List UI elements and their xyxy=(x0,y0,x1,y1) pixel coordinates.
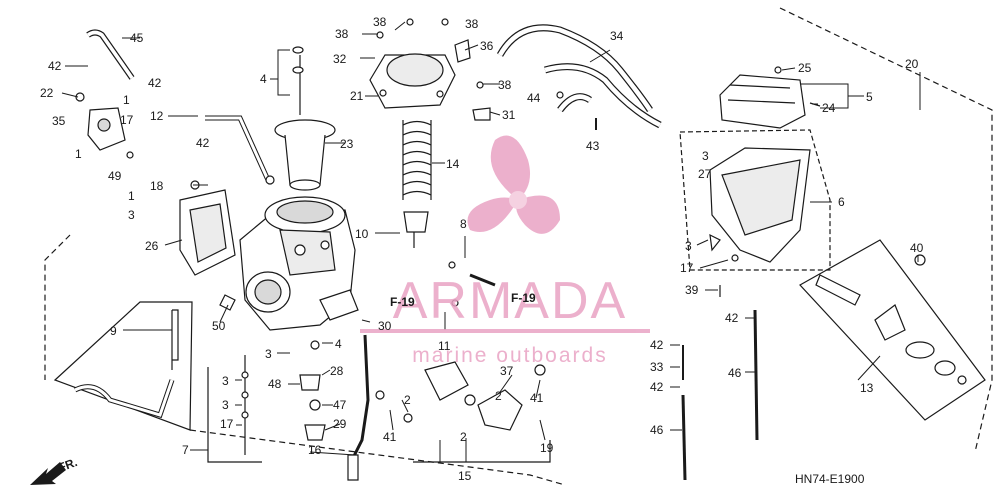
callout-45: 45 xyxy=(130,31,144,45)
callout-22: 22 xyxy=(40,86,54,100)
callout-46: 46 xyxy=(650,423,664,437)
callout-9: 9 xyxy=(110,324,117,338)
callout-2: 2 xyxy=(460,430,467,444)
callout-23: 23 xyxy=(340,137,354,151)
leader-lines xyxy=(61,21,921,462)
callout-2: 2 xyxy=(404,393,411,407)
callout-3: 3 xyxy=(222,398,229,412)
callout-42: 42 xyxy=(196,136,210,150)
float-chamber xyxy=(709,147,811,263)
diaphragm-holder xyxy=(274,119,336,191)
fig-ref-f19: F-19 xyxy=(390,295,415,309)
callout-17: 17 xyxy=(680,261,694,275)
callout-20: 20 xyxy=(905,57,919,71)
callout-14: 14 xyxy=(446,157,460,171)
callout-3: 3 xyxy=(685,239,692,253)
callout-42: 42 xyxy=(48,59,62,73)
front-marker: FR. xyxy=(56,455,79,475)
callout-48: 48 xyxy=(268,377,282,391)
callout-8: 8 xyxy=(460,217,467,231)
callout-11: 11 xyxy=(438,339,451,353)
callout-4: 4 xyxy=(260,72,267,86)
callout-46: 46 xyxy=(728,366,742,380)
watermark: ARMADA marine outboards xyxy=(360,135,650,367)
callout-3: 3 xyxy=(128,208,135,222)
callout-33: 33 xyxy=(650,360,664,374)
callout-29: 29 xyxy=(333,417,347,431)
callout-28: 28 xyxy=(330,364,344,378)
callout-3: 3 xyxy=(702,149,709,163)
callout-15: 15 xyxy=(458,469,472,483)
callout-21: 21 xyxy=(350,89,364,103)
diagram-frame xyxy=(44,7,993,486)
callout-5: 5 xyxy=(866,90,873,104)
callout-3: 3 xyxy=(265,347,272,361)
callout-labels: 45 42 42 22 1 35 17 1 49 1 3 12 42 18 26… xyxy=(40,15,924,483)
pilot-screw-assembly xyxy=(815,274,967,385)
callout-41: 41 xyxy=(383,430,397,444)
callout-43: 43 xyxy=(586,139,600,153)
accelerator-pump xyxy=(87,107,126,151)
callout-42: 42 xyxy=(148,76,162,90)
callout-16: 16 xyxy=(308,443,322,457)
callout-18: 18 xyxy=(150,179,164,193)
callout-13: 13 xyxy=(860,381,874,395)
callout-39: 39 xyxy=(685,283,699,297)
carburetor-body xyxy=(239,196,359,331)
callout-3: 3 xyxy=(222,374,229,388)
hose-12 xyxy=(205,115,271,182)
callout-7: 7 xyxy=(182,443,189,457)
callout-38: 38 xyxy=(498,78,512,92)
callout-2: 2 xyxy=(495,389,502,403)
callout-4: 4 xyxy=(335,337,342,351)
callout-42: 42 xyxy=(650,380,664,394)
cover-plate xyxy=(179,189,236,276)
callout-6: 6 xyxy=(838,195,845,209)
callout-50: 50 xyxy=(212,319,226,333)
callout-36: 36 xyxy=(480,39,494,53)
callout-17: 17 xyxy=(220,417,234,431)
callout-31: 31 xyxy=(502,108,516,122)
callout-30: 30 xyxy=(378,319,392,333)
callout-42: 42 xyxy=(650,338,664,352)
callout-26: 26 xyxy=(145,239,159,253)
callout-27: 27 xyxy=(698,167,712,181)
slide-piston xyxy=(403,211,429,233)
parts-art xyxy=(73,18,967,481)
callout-1: 1 xyxy=(75,147,82,161)
callout-1: 1 xyxy=(123,93,130,107)
diagram-code: HN74-E1900 xyxy=(795,472,865,486)
watermark-tagline: marine outboards xyxy=(412,344,607,367)
callout-38: 38 xyxy=(335,27,349,41)
callout-47: 47 xyxy=(333,398,347,412)
callout-38: 38 xyxy=(373,15,387,29)
callout-35: 35 xyxy=(52,114,66,128)
callout-24: 24 xyxy=(822,101,836,115)
callout-17: 17 xyxy=(120,113,134,127)
propeller-logo-icon xyxy=(467,135,560,234)
callout-44: 44 xyxy=(527,91,541,105)
callout-42: 42 xyxy=(725,311,739,325)
callout-37: 37 xyxy=(500,364,514,378)
callout-40: 40 xyxy=(910,241,924,255)
spring xyxy=(402,120,432,200)
callout-38: 38 xyxy=(465,17,479,31)
callout-10: 10 xyxy=(355,227,369,241)
watermark-brand: ARMADA xyxy=(393,272,627,330)
callout-25: 25 xyxy=(798,61,812,75)
callout-1: 1 xyxy=(128,189,135,203)
callout-19: 19 xyxy=(540,441,554,455)
float xyxy=(719,74,806,129)
top-cover xyxy=(369,53,456,109)
front-arrow: FR. xyxy=(30,455,79,485)
callout-49: 49 xyxy=(108,169,122,183)
callout-34: 34 xyxy=(610,29,624,43)
callout-12: 12 xyxy=(150,109,164,123)
callout-41: 41 xyxy=(530,391,544,405)
callout-32: 32 xyxy=(333,52,347,66)
fig-ref-f19: F-19 xyxy=(511,291,536,305)
